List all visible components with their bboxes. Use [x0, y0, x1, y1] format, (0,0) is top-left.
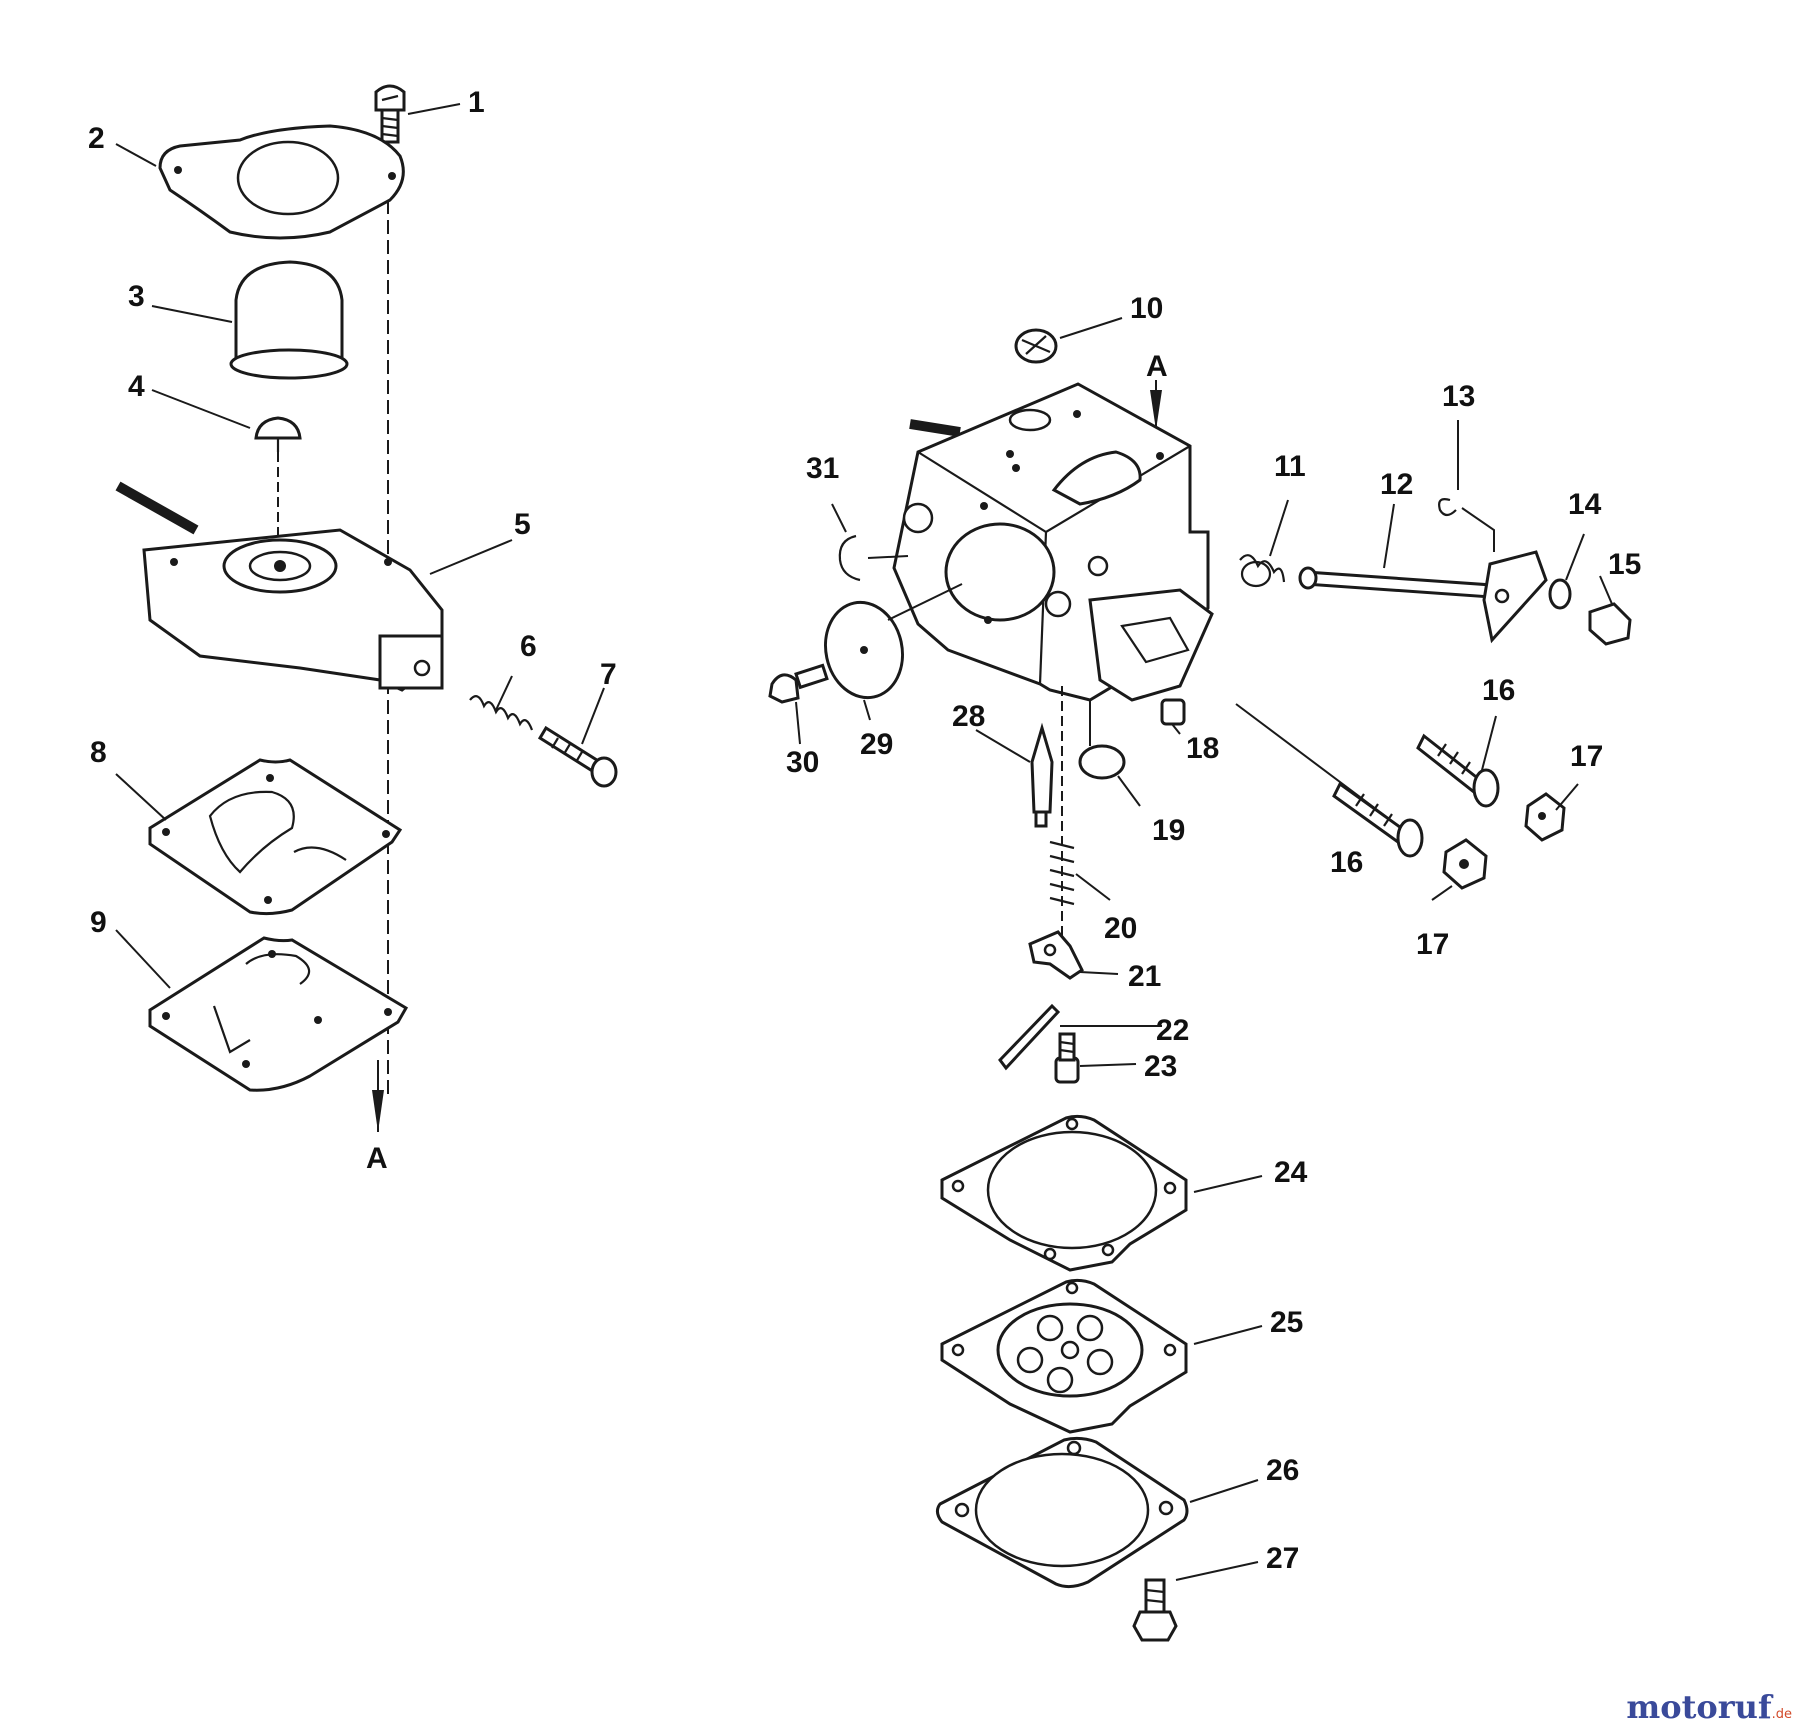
part-31-clip [838, 534, 909, 582]
part-26-cover [935, 1436, 1189, 1589]
label-12: 12 [1380, 468, 1413, 501]
label-5: 5 [514, 508, 531, 541]
part-11-spring [1239, 554, 1286, 588]
part-17-cap-upper [1524, 792, 1566, 842]
label-30: 30 [786, 746, 819, 779]
label-18: 18 [1186, 732, 1219, 765]
part-4-check-valve [254, 416, 302, 452]
watermark-text: motoruf.de [1626, 1688, 1792, 1726]
label-2: 2 [88, 122, 105, 155]
reference-arrow-a-top [1150, 380, 1162, 430]
part-30-screw [768, 663, 829, 704]
label-14: 14 [1568, 488, 1602, 521]
label-16-upper: 16 [1482, 674, 1515, 707]
label-19: 19 [1152, 814, 1185, 847]
label-10: 10 [1130, 292, 1163, 325]
part-24-gasket [940, 1114, 1188, 1272]
part-22-pin [998, 1003, 1061, 1071]
leader-lines [115, 103, 1613, 1581]
part-3-primer-bulb [229, 260, 349, 380]
part-15-nut [1588, 602, 1632, 646]
part-2-cover-plate [158, 124, 405, 240]
label-27: 27 [1266, 1542, 1299, 1575]
part-6-spring [469, 695, 534, 731]
part-9-diaphragm [148, 936, 409, 1092]
label-3: 3 [128, 280, 145, 313]
part-5-pump-body [115, 481, 444, 692]
right-assembly [768, 328, 1632, 1642]
watermark-suffix: .de [1772, 1707, 1792, 1722]
label-29: 29 [860, 728, 893, 761]
label-17-upper: 17 [1570, 740, 1603, 773]
label-23: 23 [1144, 1050, 1177, 1083]
label-16-lower: 16 [1330, 846, 1363, 879]
label-11: 11 [1274, 450, 1306, 483]
label-21: 21 [1128, 960, 1161, 993]
part-13-clip [1438, 498, 1495, 552]
reference-label-a-bottom: A [366, 1142, 388, 1175]
part-23-screw [1054, 1032, 1080, 1084]
part-16-needle-upper [1416, 733, 1500, 808]
label-25: 25 [1270, 1306, 1303, 1339]
label-24: 24 [1274, 1156, 1308, 1189]
watermark-brand: motoruf [1626, 1688, 1773, 1726]
part-20-spring [1049, 840, 1075, 906]
label-6: 6 [520, 630, 537, 663]
label-28: 28 [952, 700, 985, 733]
throttle-lever [1482, 550, 1548, 644]
label-31: 31 [806, 452, 839, 485]
label-13: 13 [1442, 380, 1475, 413]
label-26: 26 [1266, 1454, 1299, 1487]
carburetor-body [892, 382, 1214, 702]
reference-label-a-top: A [1146, 350, 1168, 383]
label-4: 4 [128, 370, 145, 403]
part-12-throttle-shaft [1298, 566, 1508, 600]
label-7: 7 [600, 658, 617, 691]
watermark-logo: motoruf.de [1626, 1688, 1792, 1726]
label-22: 22 [1156, 1014, 1189, 1047]
part-labels: 1 2 3 4 5 6 7 8 9 10 11 12 13 14 15 16 1… [88, 86, 1641, 1575]
label-17-lower: 17 [1416, 928, 1449, 961]
label-8: 8 [90, 736, 107, 769]
part-14-washer [1548, 578, 1572, 610]
part-18-plug [1160, 698, 1186, 726]
part-8-gasket [148, 758, 403, 916]
part-25-diaphragm [940, 1278, 1188, 1434]
part-21-lever [1028, 930, 1084, 980]
part-7-needle-screw [537, 725, 618, 788]
part-29-disc [824, 583, 963, 700]
part-27-screw [1132, 1578, 1178, 1642]
part-1-screw-icon [374, 84, 406, 144]
label-15: 15 [1608, 548, 1641, 581]
label-20: 20 [1104, 912, 1137, 945]
part-19-disc [1078, 700, 1126, 780]
reference-arrow-a-bottom [372, 1060, 384, 1132]
part-28-inlet-needle [1030, 722, 1054, 828]
part-10-filter-screen [1014, 328, 1058, 364]
part-17-cap-lower [1442, 838, 1488, 890]
label-1: 1 [468, 86, 485, 119]
left-assembly [115, 84, 618, 1132]
label-9: 9 [90, 906, 107, 939]
